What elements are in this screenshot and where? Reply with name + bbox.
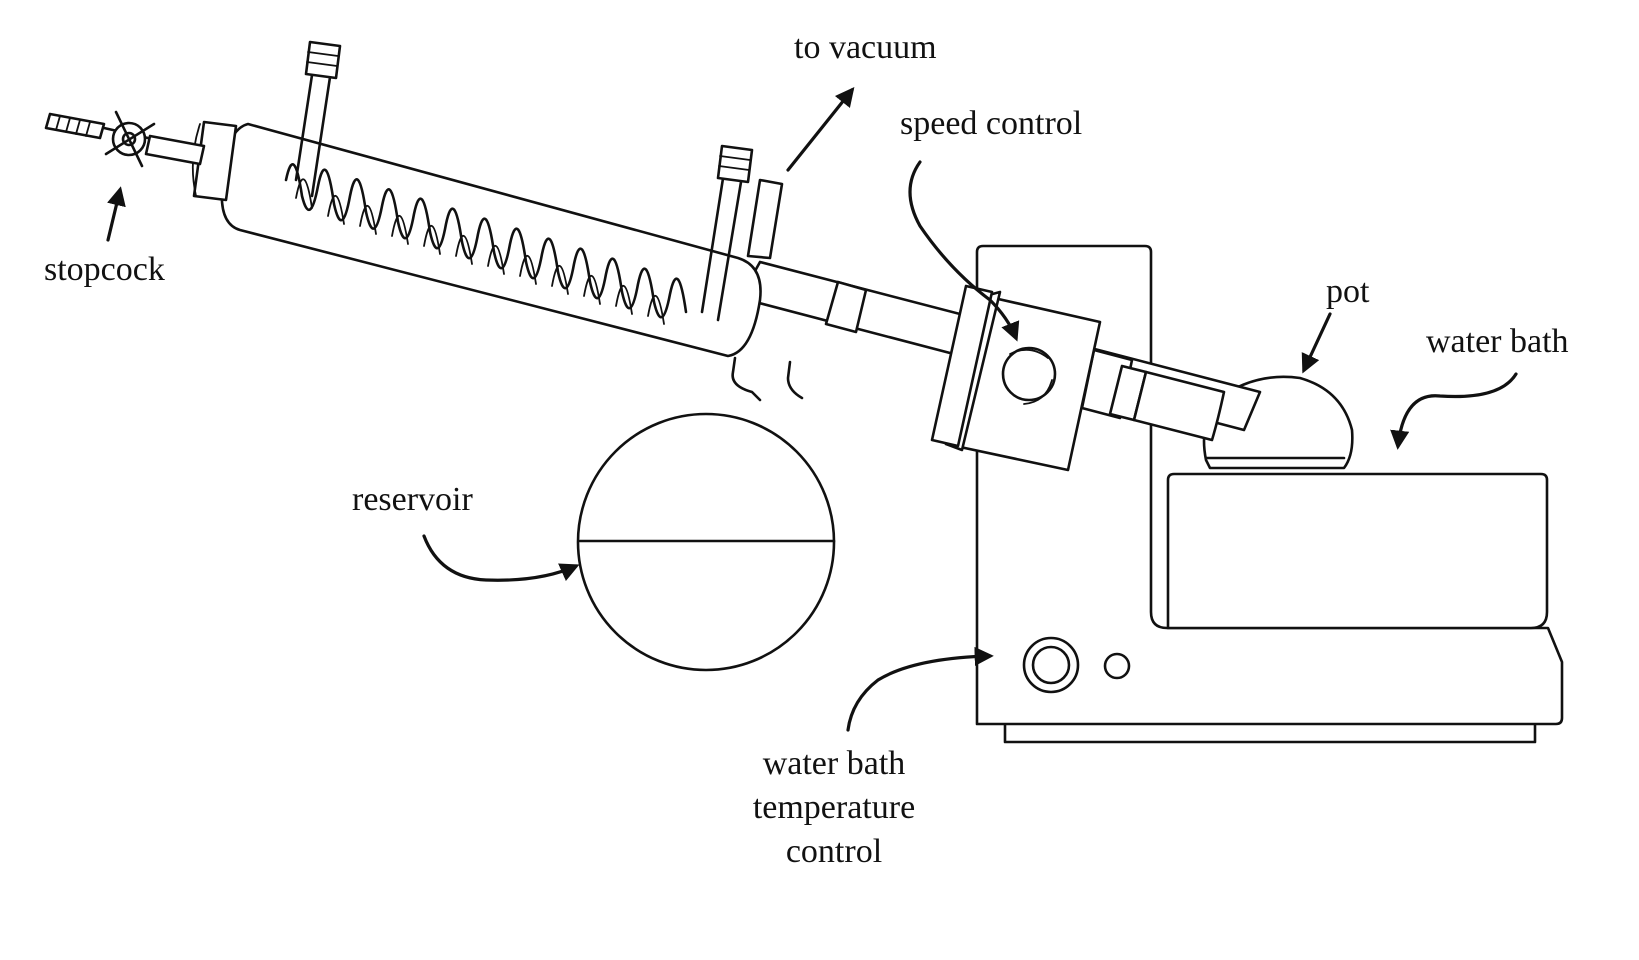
water-bath	[1166, 472, 1549, 630]
temp-control-arrow	[846, 646, 994, 732]
condenser	[191, 40, 784, 358]
right-port-tube-2	[716, 174, 744, 322]
to-vacuum-arrow	[786, 87, 855, 172]
label-temp-control-line3: control	[786, 833, 882, 870]
left-port-ridges	[306, 51, 339, 67]
temperature-knob-inner[interactable]	[1031, 645, 1071, 685]
stopcock-arrow	[106, 186, 126, 242]
speed-knob-rim-2	[1023, 379, 1053, 405]
stopcock-inlet	[44, 112, 106, 140]
annotation-arrows	[106, 87, 1518, 732]
stopcock-inlet-ridges	[55, 115, 91, 137]
vacuum-outlet	[746, 178, 784, 260]
left-port-tube-2	[310, 62, 334, 198]
reservoir-flask	[576, 356, 836, 672]
label-pot: pot	[1326, 273, 1370, 310]
label-reservoir: reservoir	[352, 481, 474, 518]
stopcock-stem	[144, 134, 206, 166]
reservoir-arrow	[422, 534, 580, 582]
right-port-ridges	[718, 155, 751, 171]
label-temp-control-line2: temperature	[753, 789, 915, 826]
temperature-knob-outer[interactable]	[1022, 636, 1080, 694]
stopcock-handle-2[interactable]	[104, 122, 156, 156]
reservoir-neck-right	[786, 360, 804, 400]
condenser-coil-inner	[295, 178, 665, 325]
motor-flange	[930, 284, 994, 448]
pot-arrow	[1301, 312, 1332, 374]
label-speed-control: speed control	[900, 105, 1082, 142]
indicator-light	[1103, 652, 1131, 680]
stopcock-assembly	[44, 110, 206, 168]
condenser-end-cap	[192, 120, 238, 202]
speed-control-arrow	[908, 160, 1020, 342]
speed-knob-rim	[1009, 348, 1049, 359]
water-bath-body	[1166, 472, 1549, 630]
label-stopcock: stopcock	[44, 251, 165, 288]
water-bath-arrow	[1390, 372, 1518, 450]
label-water-bath: water bath	[1426, 323, 1569, 360]
left-port-fitting	[304, 40, 342, 80]
reservoir-neck-left	[731, 356, 762, 402]
condenser-coil	[284, 163, 688, 319]
label-temp-control-line1: water bath	[763, 745, 906, 782]
base-plinth	[1003, 720, 1537, 744]
left-port-tube-1	[294, 60, 316, 182]
joint-collar-1	[824, 280, 868, 334]
labels: to vacuum speed control stopcock pot wat…	[44, 29, 1569, 870]
label-to-vacuum: to vacuum	[794, 29, 937, 66]
stopcock-hub	[121, 131, 137, 147]
speed-knob[interactable]	[1001, 346, 1057, 402]
pot-neck	[1132, 370, 1226, 442]
right-port-fitting	[716, 144, 754, 184]
motor-housing	[930, 284, 1102, 472]
right-port-tube-1	[700, 170, 726, 314]
